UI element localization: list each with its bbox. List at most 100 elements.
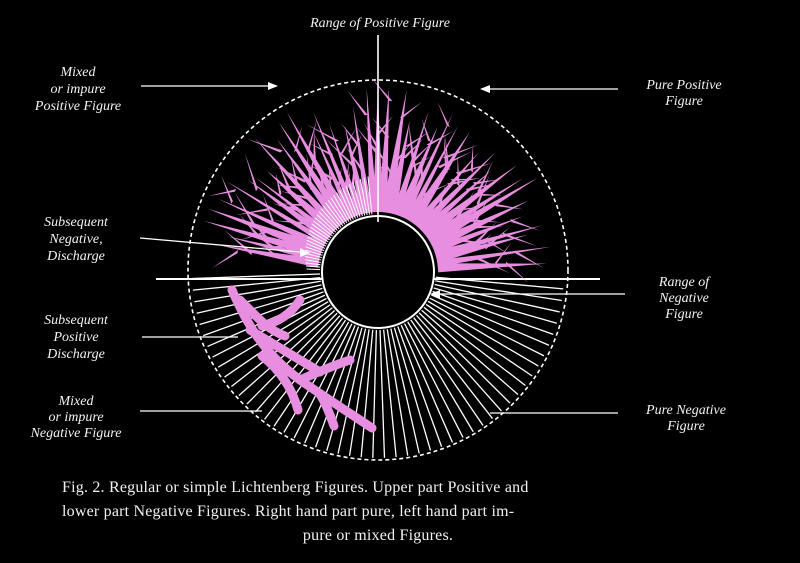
streamer-branch [376, 115, 394, 135]
hatch-line [309, 230, 329, 243]
label-pure-positive-1: Pure Positive [645, 78, 721, 93]
positive-streamer [432, 216, 523, 254]
negative-ray [421, 309, 519, 396]
positive-streamer [286, 112, 353, 223]
streamer-branch [459, 238, 492, 245]
label-range-positive: Range of Positive Figure [309, 16, 450, 31]
positive-figure-streamers [203, 77, 552, 283]
label-subsequent-negative-2: Negative, [48, 232, 102, 247]
hatch-line [356, 180, 366, 216]
leader-lines [139, 85, 625, 414]
label-pure-negative-1: Pure Negative [645, 403, 726, 418]
streamer-branch [293, 125, 303, 153]
negative-ray [263, 317, 344, 420]
label-range-negative-3: Figure [664, 307, 703, 322]
arrow-range-negative [430, 290, 440, 298]
outer-dashed-circle [187, 79, 569, 461]
negative-ray [435, 280, 562, 302]
negative-ray [293, 323, 353, 439]
negative-ray [403, 323, 464, 438]
negative-figure-rays [192, 273, 564, 458]
negative-ray [429, 297, 545, 357]
negative-ray [372, 329, 378, 458]
positive-streamer [217, 245, 320, 268]
hatch-line [305, 246, 324, 254]
label-mixed-negative-2: or impure [48, 410, 103, 425]
streamer-branch [343, 160, 350, 190]
negative-ray [413, 317, 494, 419]
positive-streamer [353, 106, 373, 214]
streamer-branch [317, 163, 327, 196]
streamer-branch [364, 123, 380, 149]
hatch-line [348, 183, 361, 217]
negative-ray [360, 329, 374, 458]
hatch-line [306, 268, 321, 271]
streamer-branch [371, 77, 393, 102]
streamer-branch [475, 256, 511, 274]
positive-streamer [435, 234, 529, 264]
streamer-branch [260, 243, 278, 259]
negative-ray [314, 326, 360, 448]
streamer-branch [340, 123, 361, 147]
streamer-branch [262, 193, 274, 224]
streamer-branch [515, 250, 544, 269]
label-subsequent-positive-1: Subsequent [44, 313, 109, 328]
negative-ray [416, 314, 502, 412]
hatch-line [363, 177, 371, 215]
hatch-line [311, 223, 332, 239]
streamer-branch [470, 143, 474, 173]
streamer-branch [494, 203, 524, 210]
caption-line-1: Fig. 2. Regular or simple Lichtenberg Fi… [62, 479, 529, 496]
streamer-branch [449, 220, 483, 225]
positive-streamer [415, 152, 496, 232]
label-range-negative-2: Negative [658, 291, 709, 306]
streamer-branch [402, 138, 424, 159]
hatch-line [305, 249, 323, 256]
streamer-branch [306, 152, 313, 190]
positive-streamer [366, 88, 378, 213]
hatch-line [306, 239, 326, 249]
positive-streamer [421, 165, 517, 239]
streamer-branch [244, 153, 258, 192]
streamer-branch [437, 151, 473, 169]
negative-ray [224, 304, 331, 378]
negative-ray [196, 284, 322, 314]
negative-ray [192, 277, 321, 291]
positive-streamer [226, 181, 328, 245]
streamer-branch [306, 118, 318, 152]
label-mixed-negative-3: Negative Figure [30, 426, 122, 441]
hatch-line [336, 192, 352, 221]
streamer-branch [223, 229, 252, 256]
streamer-branch [426, 130, 454, 146]
negative-ray [425, 303, 533, 377]
negative-ray [379, 329, 386, 458]
negative-ray [194, 280, 321, 303]
positive-streamer [429, 200, 529, 251]
hatch-line [318, 211, 338, 231]
hatch-line [305, 256, 322, 261]
negative-ray [337, 328, 367, 454]
streamer-branch [211, 249, 239, 269]
label-mixed-positive-3: Positive Figure [34, 99, 121, 114]
positive-streamer [407, 131, 470, 226]
hatch-line [330, 197, 348, 224]
streamer-branch [505, 261, 529, 283]
negative-ray [423, 306, 526, 387]
hatch-line [310, 226, 330, 241]
hatch-line [305, 265, 321, 268]
negative-ray [390, 328, 420, 454]
hatch-line [308, 233, 328, 245]
streamer-branch [250, 229, 276, 251]
label-subsequent-positive-3: Discharge [46, 347, 105, 362]
streamer-branch [445, 134, 450, 171]
arrow-pure-positive [480, 85, 490, 93]
streamer-branch [410, 143, 431, 163]
label-range-negative-1: Range of [658, 275, 711, 290]
negative-ray [397, 326, 443, 448]
negative-ray [386, 329, 409, 456]
negative-ray [199, 287, 323, 326]
negative-ray [348, 329, 370, 456]
negative-ray [383, 329, 397, 458]
streamer-branch [235, 207, 270, 216]
